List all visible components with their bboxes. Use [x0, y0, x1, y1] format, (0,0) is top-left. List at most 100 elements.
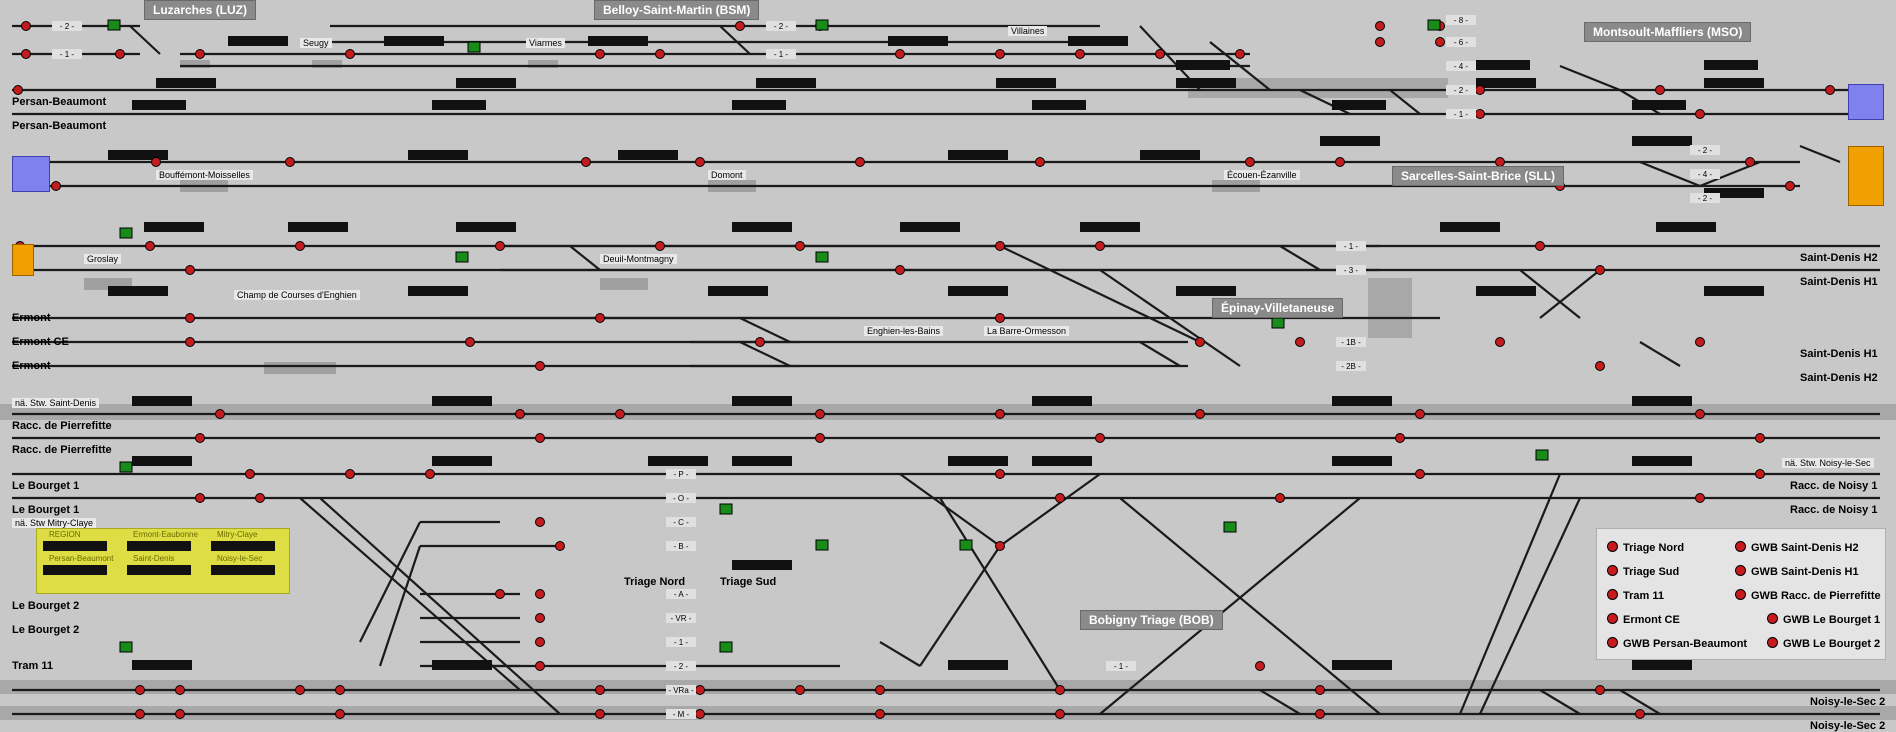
signal-head-icon[interactable] — [695, 157, 705, 167]
signal-head-icon[interactable] — [1695, 409, 1705, 419]
route-display-panel[interactable] — [408, 286, 468, 296]
signal-head-icon[interactable] — [195, 433, 205, 443]
terminal-label[interactable]: Triage Nord — [624, 576, 686, 588]
route-display-panel[interactable] — [132, 660, 192, 670]
route-display-panel[interactable] — [1332, 660, 1392, 670]
signal-head-icon[interactable] — [1595, 685, 1605, 695]
route-display-panel[interactable] — [948, 150, 1008, 160]
signal-light-icon[interactable] — [119, 641, 133, 653]
signal-light-icon[interactable] — [1223, 521, 1237, 533]
signal-head-icon[interactable] — [1595, 265, 1605, 275]
signal-head-icon[interactable] — [535, 613, 545, 623]
signal-head-icon[interactable] — [285, 157, 295, 167]
signal-head-icon[interactable] — [255, 493, 265, 503]
signal-head-icon[interactable] — [695, 685, 705, 695]
signal-light-icon[interactable] — [719, 641, 733, 653]
route-display-panel[interactable] — [948, 660, 1008, 670]
route-display-panel[interactable] — [1032, 456, 1092, 466]
legend-item-gwb-le-bourget-1[interactable]: GWB Le Bourget 1 — [1767, 613, 1880, 626]
route-display-panel[interactable] — [432, 660, 492, 670]
route-display-panel[interactable] — [1704, 286, 1764, 296]
signal-head-icon[interactable] — [795, 685, 805, 695]
signal-head-icon[interactable] — [195, 49, 205, 59]
terminal-label[interactable]: Ermont — [12, 312, 51, 324]
signal-head-icon[interactable] — [175, 709, 185, 719]
terminal-label[interactable]: Saint-Denis H1 — [1800, 348, 1878, 360]
signal-head-icon[interactable] — [1195, 409, 1205, 419]
signal-head-icon[interactable] — [13, 85, 23, 95]
signal-head-icon[interactable] — [1825, 85, 1835, 95]
region-panel[interactable] — [211, 541, 275, 551]
legend-item-tram-11[interactable]: Tram 11 — [1607, 589, 1664, 602]
route-display-panel[interactable] — [588, 36, 648, 46]
route-display-panel[interactable] — [1332, 396, 1392, 406]
signal-head-icon[interactable] — [535, 433, 545, 443]
signal-head-icon[interactable] — [1275, 493, 1285, 503]
terminal-label[interactable]: Racc. de Pierrefitte — [12, 444, 112, 456]
signal-head-icon[interactable] — [1415, 469, 1425, 479]
terminal-label[interactable]: Ermont — [12, 360, 51, 372]
signal-head-icon[interactable] — [21, 21, 31, 31]
legend-item-gwb-racc-pierrefitte[interactable]: GWB Racc. de Pierrefitte — [1735, 589, 1881, 602]
signal-head-icon[interactable] — [1695, 337, 1705, 347]
signal-head-icon[interactable] — [1095, 241, 1105, 251]
signal-light-icon[interactable] — [119, 227, 133, 239]
signal-head-icon[interactable] — [1595, 361, 1605, 371]
route-display-panel[interactable] — [156, 78, 216, 88]
signal-light-icon[interactable] — [815, 251, 829, 263]
route-display-panel[interactable] — [1332, 100, 1386, 110]
route-display-panel[interactable] — [288, 222, 348, 232]
signal-head-icon[interactable] — [1035, 157, 1045, 167]
route-display-panel[interactable] — [132, 456, 192, 466]
signal-head-icon[interactable] — [1475, 85, 1485, 95]
station-luzarches[interactable]: Luzarches (LUZ) — [144, 0, 257, 20]
signal-light-icon[interactable] — [467, 41, 481, 53]
route-display-panel[interactable] — [1140, 150, 1200, 160]
region-panel[interactable] — [43, 541, 107, 551]
signal-head-icon[interactable] — [995, 541, 1005, 551]
route-display-panel[interactable] — [1632, 100, 1686, 110]
route-display-panel[interactable] — [900, 222, 960, 232]
signal-head-icon[interactable] — [795, 241, 805, 251]
signal-head-icon[interactable] — [115, 49, 125, 59]
terminal-label[interactable]: Le Bourget 1 — [12, 480, 80, 492]
signal-head-icon[interactable] — [425, 469, 435, 479]
signal-head-icon[interactable] — [655, 49, 665, 59]
signal-head-icon[interactable] — [1655, 85, 1665, 95]
legend-item-triage-nord[interactable]: Triage Nord — [1607, 541, 1684, 554]
signal-head-icon[interactable] — [345, 49, 355, 59]
signal-light-icon[interactable] — [719, 503, 733, 515]
signal-head-icon[interactable] — [1475, 109, 1485, 119]
signal-head-icon[interactable] — [1055, 685, 1065, 695]
route-display-panel[interactable] — [1176, 286, 1236, 296]
terminal-label[interactable]: Racc. de Noisy 1 — [1790, 480, 1878, 492]
route-display-panel[interactable] — [1176, 60, 1230, 70]
signal-head-icon[interactable] — [535, 637, 545, 647]
signal-head-icon[interactable] — [535, 589, 545, 599]
signal-head-icon[interactable] — [151, 157, 161, 167]
terminal-label[interactable]: Noisy-le-Sec 2 — [1810, 696, 1886, 708]
route-display-panel[interactable] — [1176, 78, 1236, 88]
route-display-panel[interactable] — [948, 286, 1008, 296]
signal-light-icon[interactable] — [1271, 317, 1285, 329]
route-display-panel[interactable] — [1032, 100, 1086, 110]
signal-head-icon[interactable] — [755, 337, 765, 347]
route-display-panel[interactable] — [732, 456, 792, 466]
terminal-label[interactable]: Le Bourget 2 — [12, 600, 80, 612]
signal-head-icon[interactable] — [185, 265, 195, 275]
route-display-panel[interactable] — [1632, 660, 1692, 670]
legend-item-gwb-persan-beaumont[interactable]: GWB Persan-Beaumont — [1607, 637, 1747, 650]
signal-head-icon[interactable] — [735, 21, 745, 31]
station-epinay-villetaneuse[interactable]: Épinay-Villetaneuse — [1212, 298, 1344, 318]
route-display-panel[interactable] — [1632, 456, 1692, 466]
route-display-panel[interactable] — [732, 100, 786, 110]
region-panel[interactable] — [211, 565, 275, 575]
region-panel[interactable] — [127, 541, 191, 551]
station-montsoult-maffliers[interactable]: Montsoult-Maffliers (MSO) — [1584, 22, 1752, 42]
route-display-panel[interactable] — [108, 150, 168, 160]
route-display-panel[interactable] — [1476, 286, 1536, 296]
route-display-panel[interactable] — [432, 100, 486, 110]
signal-head-icon[interactable] — [1295, 337, 1305, 347]
route-display-panel[interactable] — [1080, 222, 1140, 232]
route-display-panel[interactable] — [648, 456, 708, 466]
